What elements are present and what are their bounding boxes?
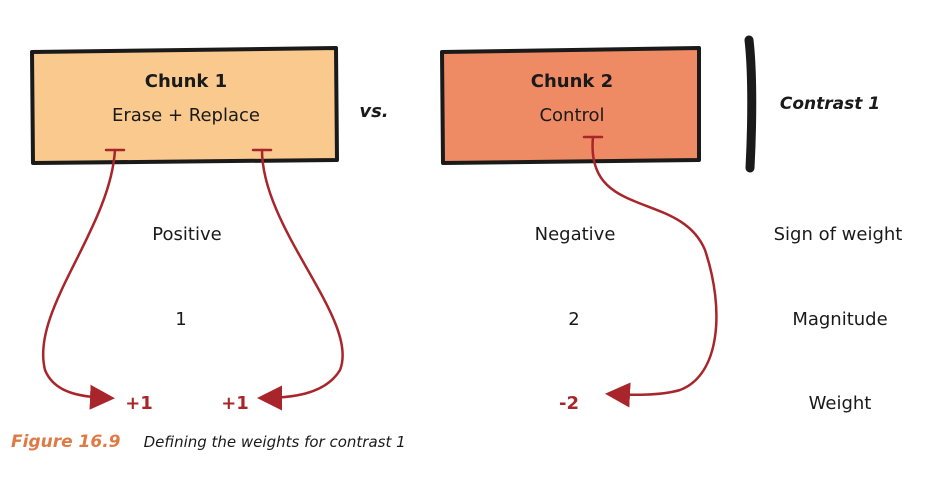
- chunk1-sign: Positive: [152, 224, 221, 245]
- vs-label: vs.: [359, 101, 388, 122]
- arrow-chunk2: [591, 135, 718, 408]
- chunk1-title: Chunk 1: [145, 71, 227, 92]
- chunk2-magnitude: 2: [568, 309, 579, 330]
- figure-number: Figure 16.9: [11, 432, 121, 452]
- figure-caption: Figure 16.9 Defining the weights for con…: [11, 432, 406, 452]
- weight-row-label: Weight: [809, 393, 872, 414]
- chunk2-weight: -2: [559, 393, 579, 414]
- chunk2-sign: Negative: [535, 224, 616, 245]
- chunk2-subtitle: Control: [539, 105, 604, 126]
- chunk1-subtitle: Erase + Replace: [112, 105, 260, 126]
- sign-row-label: Sign of weight: [774, 224, 903, 245]
- chunk2-box: Chunk 2 Control: [440, 46, 701, 165]
- divider-stroke: [744, 35, 757, 173]
- chunk1-weight-b: +1: [221, 393, 249, 414]
- arrow-chunk1-right: [257, 148, 344, 411]
- chunk1-weight-a: +1: [125, 393, 153, 414]
- magnitude-row-label: Magnitude: [792, 309, 887, 330]
- arrow-chunk1-left: [42, 148, 117, 410]
- chunk1-box: Chunk 1 Erase + Replace: [30, 46, 339, 165]
- chunk1-magnitude: 1: [175, 309, 186, 330]
- chunk2-title: Chunk 2: [531, 71, 613, 92]
- contrast-label: Contrast 1: [780, 94, 880, 114]
- chunk2-box-shape: [440, 46, 701, 165]
- chunk1-box-shape: [30, 46, 339, 165]
- figure-caption-text: Defining the weights for contrast 1: [143, 433, 406, 451]
